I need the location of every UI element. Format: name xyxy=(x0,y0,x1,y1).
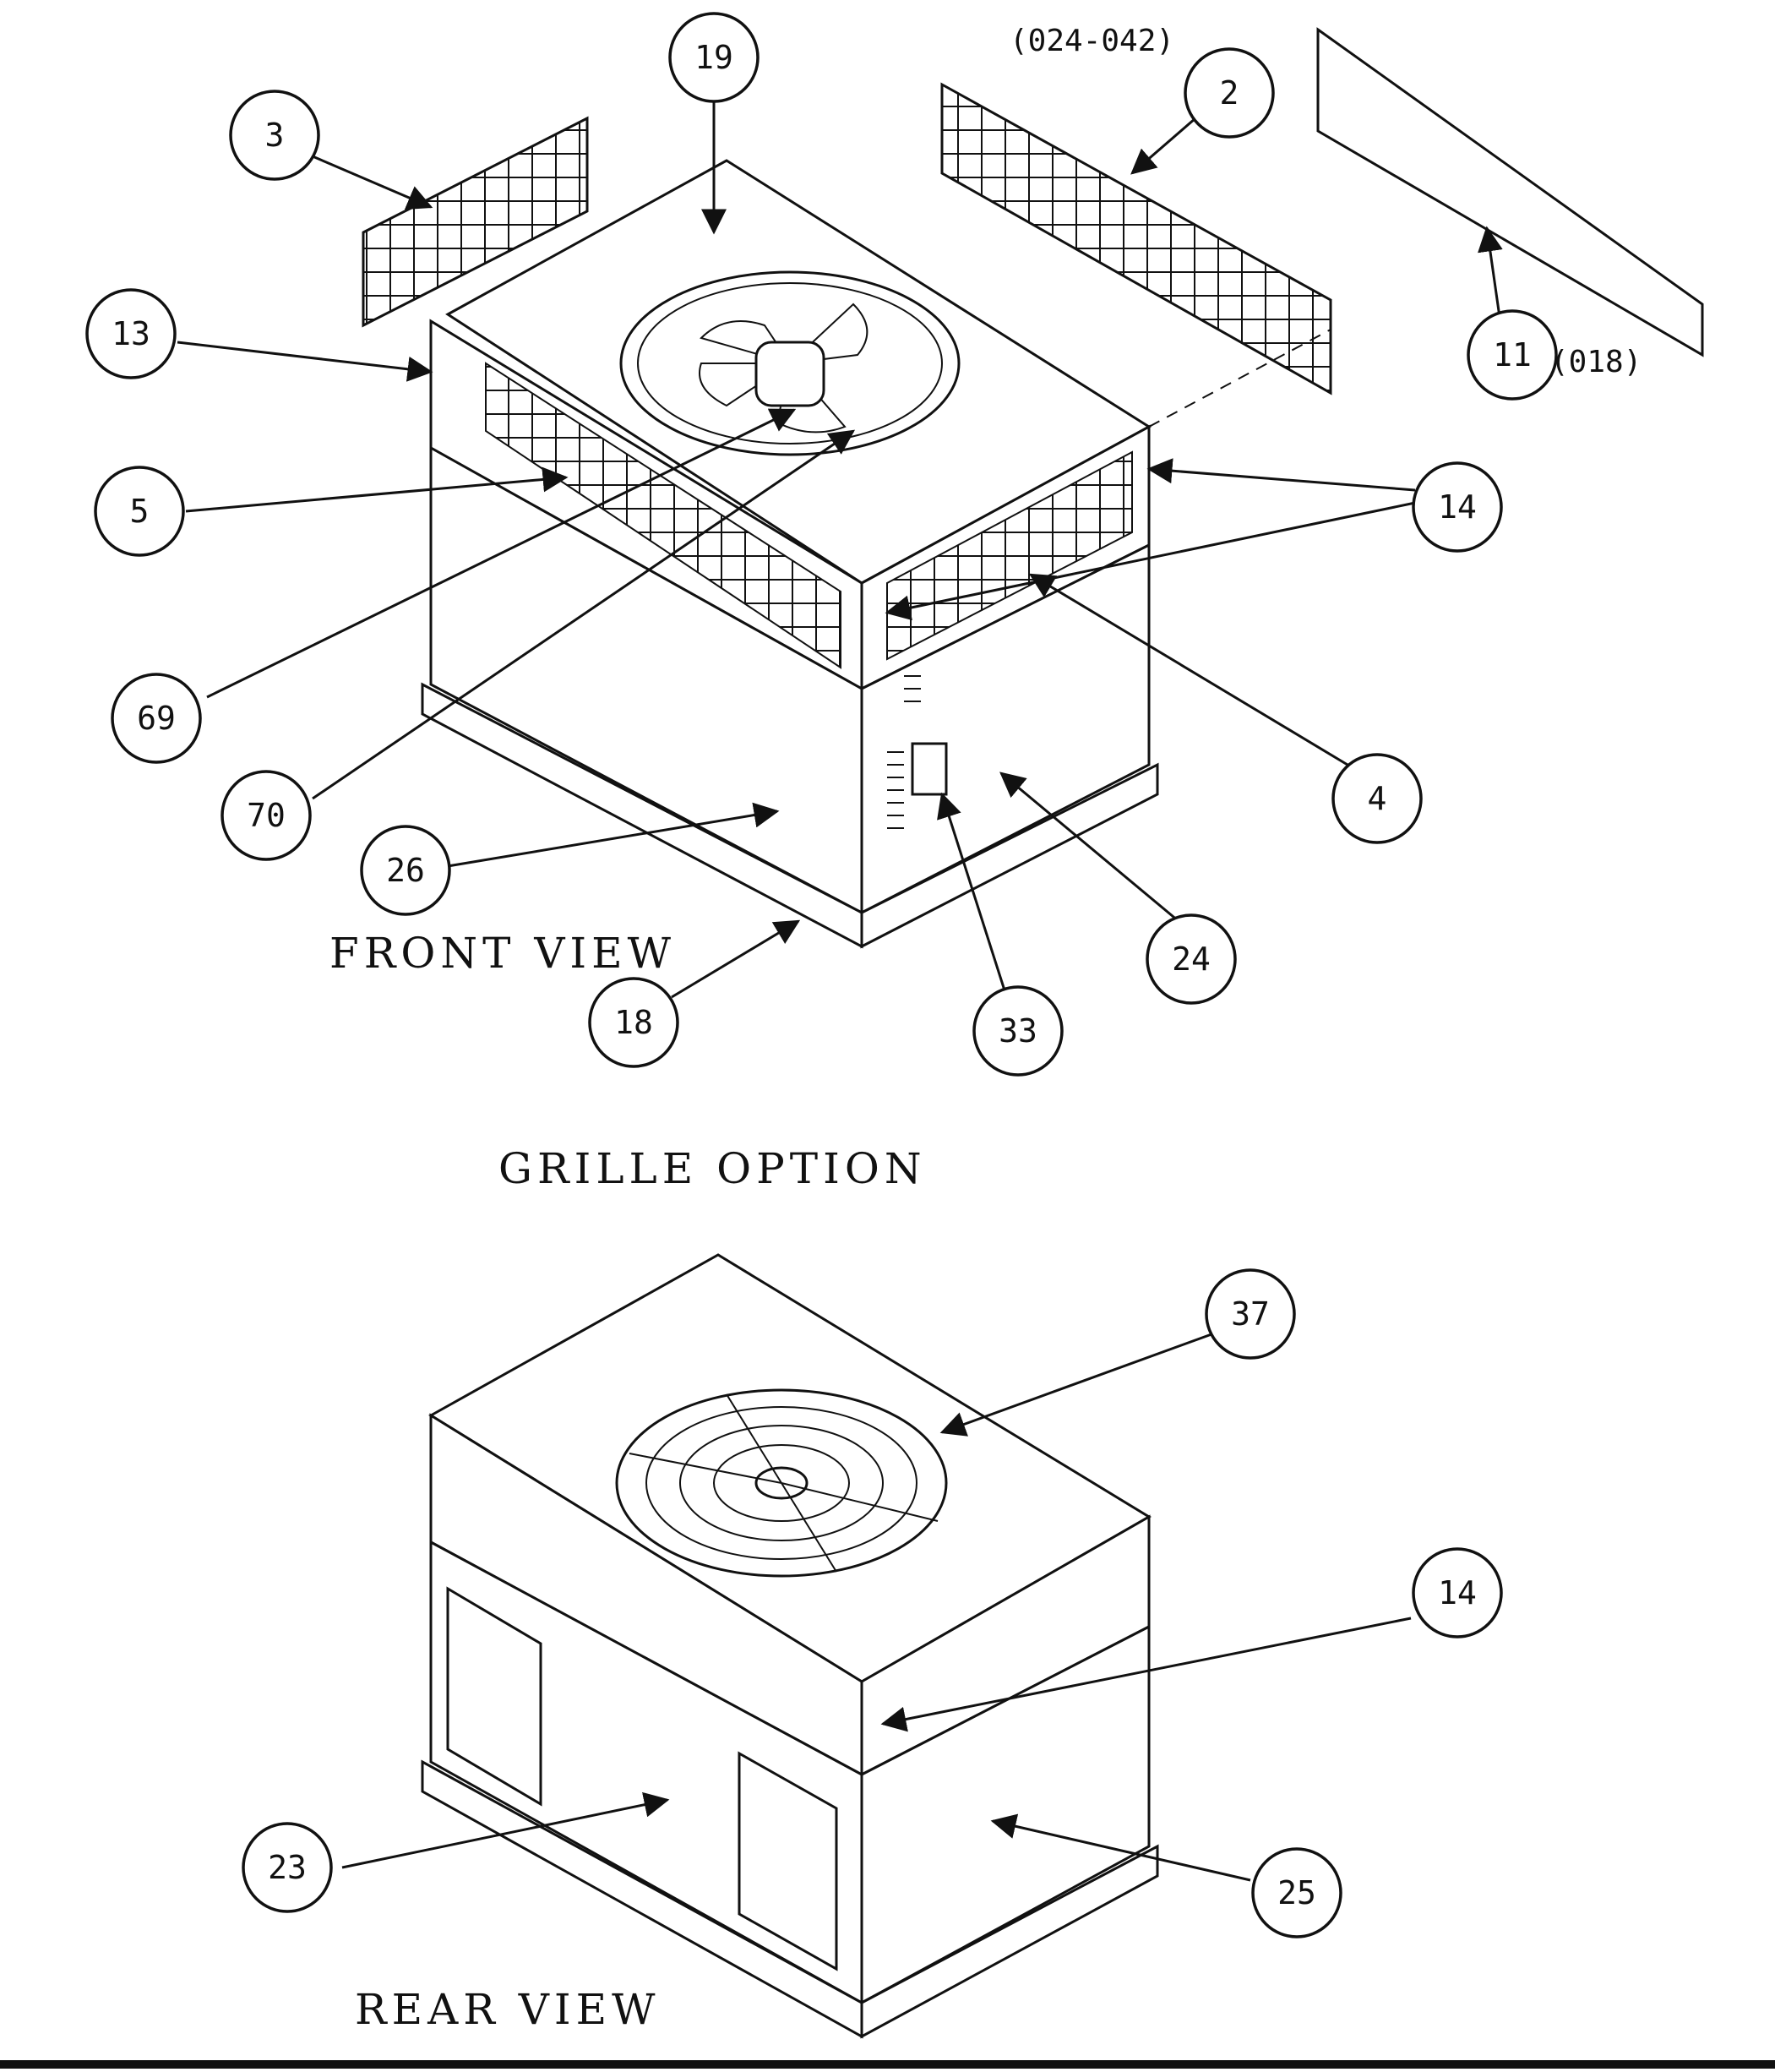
svg-text:14: 14 xyxy=(1438,1574,1477,1611)
svg-text:70: 70 xyxy=(247,797,286,834)
fan-blades-69 xyxy=(699,303,868,433)
callout-33: 33 xyxy=(972,985,1064,1077)
rear-unit xyxy=(421,1253,1159,2039)
svg-text:11: 11 xyxy=(1493,336,1532,374)
callout-14-front: 14 xyxy=(1412,461,1503,553)
base-rail-right xyxy=(860,762,1159,949)
coil-grille-left xyxy=(485,362,841,669)
rear-view-label: REAR VIEW xyxy=(355,1985,661,2034)
louvers-side xyxy=(887,675,921,829)
svg-text:69: 69 xyxy=(137,700,176,737)
front-unit xyxy=(421,159,1159,949)
svg-text:2: 2 xyxy=(1220,74,1239,112)
panel-11 xyxy=(1316,27,1704,357)
note-024-042: (024-042) xyxy=(1010,24,1174,58)
grille-option-label: GRILLE OPTION xyxy=(498,1144,927,1193)
callout-25: 25 xyxy=(1251,1847,1342,1938)
callout-11: 11 xyxy=(1467,309,1558,401)
rear-base-rail-right xyxy=(860,1844,1159,2039)
callout-2: 2 xyxy=(1184,47,1275,139)
callout-18: 18 xyxy=(588,977,679,1068)
grille-2 xyxy=(940,82,1332,428)
fan-guard-ring-1 xyxy=(645,1406,917,1560)
fan-guard-ring-3 xyxy=(713,1444,850,1522)
fan-guard-ring-2 xyxy=(679,1425,884,1541)
svg-text:37: 37 xyxy=(1231,1295,1270,1333)
svg-text:19: 19 xyxy=(694,39,733,76)
svg-text:23: 23 xyxy=(268,1849,307,1886)
svg-text:24: 24 xyxy=(1172,941,1211,978)
coil-grille-right xyxy=(886,450,1133,661)
front-view-label: FRONT VIEW xyxy=(329,929,676,978)
fan-guard-spokes xyxy=(629,1393,939,1573)
callout-19: 19 xyxy=(668,12,760,103)
svg-text:33: 33 xyxy=(999,1012,1037,1050)
duct-opening-right xyxy=(738,1751,838,1971)
callout-37: 37 xyxy=(1205,1268,1296,1360)
callout-13: 13 xyxy=(85,288,177,379)
note-018: (018) xyxy=(1550,345,1642,379)
leader-lines xyxy=(177,93,1503,1882)
control-box-33 xyxy=(911,742,948,796)
svg-text:5: 5 xyxy=(130,493,150,530)
svg-text:26: 26 xyxy=(386,852,425,889)
callout-69: 69 xyxy=(111,673,202,764)
fan-orifice-inner xyxy=(637,282,943,444)
svg-text:13: 13 xyxy=(112,315,150,352)
svg-text:4: 4 xyxy=(1368,780,1387,817)
svg-text:14: 14 xyxy=(1438,488,1477,526)
svg-text:25: 25 xyxy=(1277,1874,1316,1911)
grille-3 xyxy=(362,116,589,328)
fan-motor-70 xyxy=(754,341,825,407)
callout-14-rear: 14 xyxy=(1412,1547,1503,1639)
callout-70: 70 xyxy=(221,770,312,861)
callout-4: 4 xyxy=(1331,753,1423,844)
svg-text:3: 3 xyxy=(265,117,285,154)
bottom-rule xyxy=(0,2060,1775,2069)
svg-text:18: 18 xyxy=(614,1004,653,1041)
callout-23: 23 xyxy=(242,1822,333,1913)
callout-3: 3 xyxy=(229,90,320,181)
callout-5: 5 xyxy=(94,466,185,557)
callout-26: 26 xyxy=(360,825,451,916)
duct-opening-left xyxy=(446,1586,542,1807)
callout-24: 24 xyxy=(1146,913,1237,1005)
